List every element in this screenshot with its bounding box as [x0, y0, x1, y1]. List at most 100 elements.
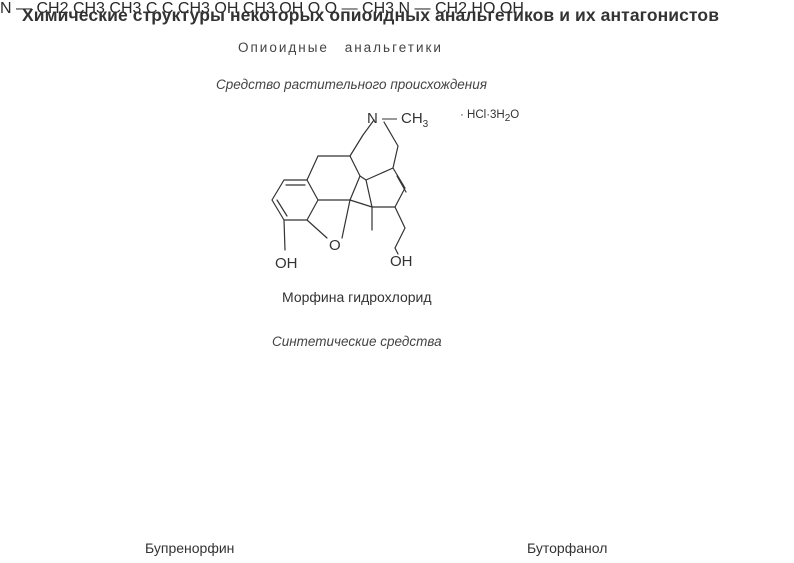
- buprenorphine-side-chain-bond: N — CH2 CH3 CH3 C C CH3 OH CH3 OH O O — …: [0, 0, 398, 17]
- buprenorphine-side-chain-bond: N — CH2 CH3 CH3 C C CH3 OH CH3 OH O O — …: [0, 0, 398, 17]
- butorphanol-piperidine: N — CH2 HO OH: [398, 0, 523, 17]
- butorphanol-oh-bond: N — CH2 HO OH: [398, 0, 523, 17]
- morphine-bond: [359, 175, 367, 181]
- morphine-piperidine: [383, 121, 399, 169]
- buprenorphine-side-chain-bond: N — CH2 CH3 CH3 C C CH3 OH CH3 OH O O — …: [0, 0, 398, 17]
- butorphanol-ch2: CH2: [435, 0, 467, 17]
- butorphanol-ring-b: N — CH2 HO OH: [398, 0, 523, 17]
- butorphanol-ch2-sub: 2: [458, 0, 467, 17]
- morphine-salt-b: O: [510, 109, 519, 121]
- buprenorphine-ch3-a: CH3: [73, 0, 105, 17]
- morphine-ring-c: [365, 167, 406, 208]
- buprenorphine-oh-bond: N — CH2 CH3 CH3 C C CH3 OH CH3 OH O O — …: [0, 0, 398, 17]
- buprenorphine-ch3-b-ch: CH: [109, 0, 133, 17]
- buprenorphine-bond: N — CH2 CH3 CH3 C C CH3 OH CH3 OH O O — …: [0, 0, 398, 17]
- morphine-name: Морфина гидрохлорид: [282, 289, 432, 305]
- subtitle-synthetic: Синтетические средства: [272, 334, 442, 349]
- morphine-methyl-ch: CH: [401, 110, 423, 127]
- buprenorphine-etheno: N — CH2 CH3 CH3 C C CH3 OH CH3 OH O O — …: [0, 0, 398, 17]
- buprenorphine-ether-bridge: N — CH2 CH3 CH3 C C CH3 OH CH3 OH O O — …: [0, 0, 398, 17]
- buprenorphine-ome-o: O: [324, 0, 338, 17]
- buprenorphine-side-chain-bond: N — CH2 CH3 CH3 C C CH3 OH CH3 OH O O — …: [0, 0, 398, 17]
- buprenorphine-structure: N — CH2 CH3 CH3 C C CH3 OH CH3 OH O O — …: [0, 0, 398, 17]
- morphine-double-bond: [276, 199, 288, 217]
- morphine-oh-left: OH: [275, 255, 298, 272]
- buprenorphine-cyclopropyl: N — CH2 CH3 CH3 C C CH3 OH CH3 OH O O — …: [0, 0, 398, 17]
- morphine-ether-bridge: [341, 199, 351, 239]
- buprenorphine-ether-o: O: [307, 0, 321, 17]
- buprenorphine-side-chain-bond: N — CH2 CH3 CH3 C C CH3 OH CH3 OH O O — …: [0, 0, 398, 17]
- buprenorphine-oh-branch: OH: [214, 0, 239, 17]
- buprenorphine-ch3-a-ch: CH: [72, 0, 97, 17]
- butorphanol-ch2-ch: CH: [434, 0, 459, 17]
- buprenorphine-ch2-ch: CH: [36, 0, 60, 17]
- morphine-salt-a: · HCl·3H: [460, 109, 505, 121]
- buprenorphine-c2: C: [161, 0, 174, 17]
- buprenorphine-ch2-sub: 2: [59, 0, 69, 17]
- butorphanol-double-bond: N — CH2 HO OH: [398, 0, 523, 17]
- buprenorphine-n-atom: N: [0, 0, 12, 17]
- buprenorphine-ch3-c-ch: CH: [177, 0, 202, 17]
- butorphanol-benzene-ring: N — CH2 HO OH: [398, 0, 523, 17]
- butorphanol-cyclobutyl: N — CH2 HO OH: [398, 0, 523, 17]
- morphine-structure: N — CH3 · HCl·3H2O OH O OH: [271, 109, 519, 272]
- morphine-methyl: CH3: [401, 110, 429, 130]
- buprenorphine-piperidine: N — CH2 CH3 CH3 C C CH3 OH CH3 OH O O — …: [0, 0, 398, 17]
- morphine-oh-bond: [283, 219, 286, 251]
- morphine-ether-o: O: [329, 237, 341, 254]
- butorphanol-ho: HO: [471, 0, 496, 17]
- morphine-oh-right: OH: [390, 253, 413, 270]
- buprenorphine-ch3-a-sub: 3: [96, 0, 105, 17]
- butorphanol-piperidine: N — CH2 HO OH: [398, 0, 523, 17]
- buprenorphine-ch2-bond: N — CH2 CH3 CH3 C C CH3 OH CH3 OH O O — …: [0, 0, 398, 17]
- buprenorphine-ch3-d-sub: 3: [265, 0, 275, 17]
- buprenorphine-ch3-e: CH3: [362, 0, 394, 17]
- buprenorphine-ome-bond: N — CH2 CH3 CH3 C C CH3 OH CH3 OH O O — …: [0, 0, 398, 17]
- butorphanol-name: Буторфанол: [527, 540, 608, 556]
- buprenorphine-double-bond: N — CH2 CH3 CH3 C C CH3 OH CH3 OH O O — …: [0, 0, 398, 17]
- butorphanol-dash: —: [414, 0, 431, 17]
- buprenorphine-ch3-d-ch: CH: [242, 0, 266, 17]
- buprenorphine-double-bond: N — CH2 CH3 CH3 C C CH3 OH CH3 OH O O — …: [0, 0, 398, 17]
- buprenorphine-ch3-b: CH3: [109, 0, 141, 17]
- buprenorphine-c1: C: [145, 0, 158, 17]
- morphine-double-bond: [396, 175, 407, 193]
- morphine-salt-sub: 2: [505, 113, 511, 124]
- buprenorphine-name: Бупренорфин: [145, 540, 235, 556]
- buprenorphine-ch3-c: CH3: [178, 0, 210, 17]
- butorphanol-ho-bond: N — CH2 HO OH: [398, 0, 523, 17]
- subtitle-plant-origin: Средство растительного происхождения: [216, 77, 487, 92]
- buprenorphine-ch3-d: CH3: [243, 0, 275, 17]
- buprenorphine-ch3-e-sub: 3: [385, 0, 395, 17]
- morphine-piperidine: [349, 119, 375, 157]
- butorphanol-n-atom: N: [398, 0, 411, 17]
- buprenorphine-benzene-ring: N — CH2 CH3 CH3 C C CH3 OH CH3 OH O O — …: [0, 0, 398, 17]
- morphine-ring-c: [349, 199, 406, 249]
- buprenorphine-ring-b: N — CH2 CH3 CH3 C C CH3 OH CH3 OH O O — …: [0, 0, 398, 17]
- morphine-ether-bridge: [306, 219, 328, 239]
- butorphanol-structure: N — CH2 HO OH: [398, 0, 523, 17]
- section-heading: Опиоидные анальгетики: [238, 40, 443, 55]
- buprenorphine-ch3-c-sub: 3: [201, 0, 210, 17]
- butorphanol-double-bond: N — CH2 HO OH: [398, 0, 523, 17]
- buprenorphine-ch3-b-sub: 3: [132, 0, 142, 17]
- morphine-dash: —: [382, 110, 397, 127]
- butorphanol-ch2-bond: N — CH2 HO OH: [398, 0, 523, 17]
- butorphanol-oh: OH: [499, 0, 524, 17]
- morphine-n-atom: N: [367, 110, 378, 127]
- buprenorphine-ch3-e-ch: CH: [362, 0, 386, 17]
- buprenorphine-side-chain-bond: N — CH2 CH3 CH3 C C CH3 OH CH3 OH O O — …: [0, 0, 398, 17]
- buprenorphine-oh-phenol: OH: [279, 0, 304, 17]
- morphine-oh-bond: [394, 247, 399, 255]
- buprenorphine-ring-c: N — CH2 CH3 CH3 C C CH3 OH CH3 OH O O — …: [0, 0, 398, 17]
- buprenorphine-side-chain-bond: N — CH2 CH3 CH3 C C CH3 OH CH3 OH O O — …: [0, 0, 398, 17]
- buprenorphine-dash: —: [16, 0, 33, 17]
- morphine-benzene-ring: [271, 179, 319, 221]
- butorphanol-ring-c: N — CH2 HO OH: [398, 0, 523, 17]
- buprenorphine-ether-bridge: N — CH2 CH3 CH3 C C CH3 OH CH3 OH O O — …: [0, 0, 398, 17]
- butorphanol-ring-c: N — CH2 HO OH: [398, 0, 523, 17]
- buprenorphine-ch2: CH2: [36, 0, 68, 17]
- page-title: Химические структуры некоторых опиоидных…: [22, 5, 720, 25]
- morphine-methyl-sub: 3: [423, 119, 429, 130]
